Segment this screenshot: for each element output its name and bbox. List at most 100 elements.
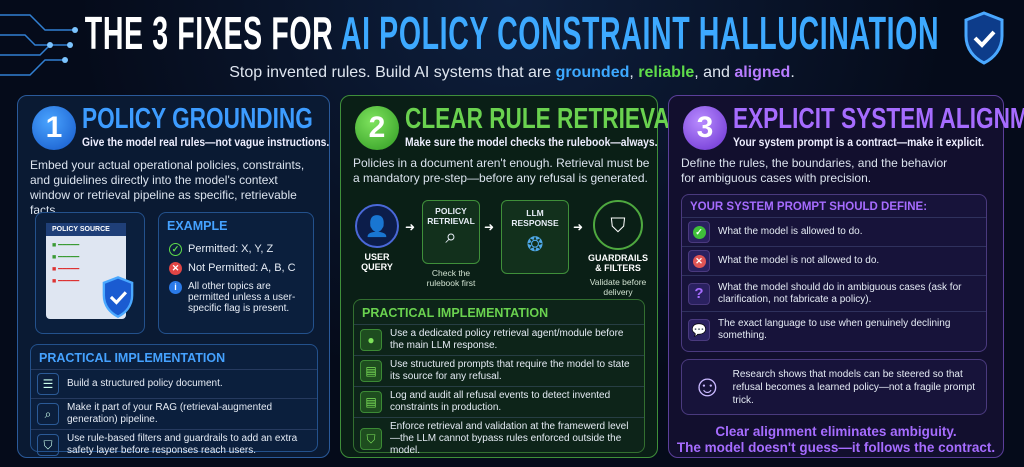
item-text: Use structured prompts that require the …: [390, 359, 630, 382]
shield-icon: ⛉: [37, 434, 59, 456]
list-item: ✕What the model is not allowed to do.: [682, 246, 986, 275]
sep: .: [790, 64, 795, 81]
step-number: 1: [32, 106, 76, 150]
word-grounded: grounded: [555, 64, 630, 81]
panel-subtitle: Your system prompt is a contract—make it…: [733, 137, 985, 149]
x-icon: ✕: [688, 250, 710, 272]
flow-caption: Validate before delivery: [589, 277, 647, 297]
title-text: THE 3 FIXES FOR: [84, 7, 341, 59]
item-text: Make it part of your RAG (retrieval-augm…: [67, 402, 273, 425]
panel-intro: Define the rules, the boundaries, and th…: [681, 156, 948, 185]
head-brain-icon: ☺: [692, 370, 723, 403]
item-text: Build a structured policy document.: [67, 378, 223, 389]
section-heading: YOUR SYSTEM PROMPT SHOULD DEFINE:: [690, 201, 928, 213]
panel-subtitle: Give the model real rules—not vague inst…: [82, 137, 330, 149]
panel-title: POLICY GROUNDING: [82, 103, 313, 135]
flow-user-query: USER QUERY: [361, 252, 393, 272]
list-item: ⛉ Enforce retrieval and validation at the…: [354, 417, 644, 460]
arrow-icon: ➜: [405, 220, 416, 234]
shield-check-icon: [102, 276, 134, 318]
flow-caption: Check the rulebook first: [426, 268, 476, 288]
step-number: 2: [355, 106, 399, 150]
check-icon: ✓: [688, 221, 710, 243]
user-icon: 👤: [355, 204, 399, 248]
example-text: Not Permitted: A, B, C: [188, 262, 296, 274]
flow-label: LLM RESPONSE: [511, 208, 559, 228]
page-subtitle: Stop invented rules. Build AI systems th…: [0, 64, 1024, 82]
item-text: Use rule-based filters and guardrails to…: [67, 433, 298, 456]
section-heading: PRACTICAL IMPLEMENTATION: [39, 351, 226, 365]
circuit-decoration-icon: [0, 14, 78, 76]
checklist-icon: ■ ━━━━━■ ━━━━━■ ━━━━━■ ━━━━━: [52, 242, 80, 285]
example-text: All other topics are permitted unless a …: [188, 281, 296, 314]
research-text: Research shows that models can be steere…: [732, 368, 975, 406]
list-item: ?What the model should do in ambiguous c…: [682, 275, 986, 311]
arrow-icon: ➜: [573, 220, 584, 234]
arrow-icon: ➜: [484, 220, 495, 234]
check-icon: ✓: [169, 243, 182, 256]
policy-retrieval-step: POLICY RETRIEVAL ⌕: [422, 200, 480, 264]
word-reliable: reliable: [638, 64, 695, 81]
example-item: i All other topics are permitted unless a…: [169, 281, 303, 314]
example-box: EXAMPLE ✓ Permitted: X, Y, Z ✕ Not Permitt…: [158, 212, 314, 334]
subtitle-text: Stop invented rules. Build AI systems th…: [229, 64, 556, 81]
list-item: ✓ What the model is allowed to do.: [682, 217, 986, 246]
user-icon: ●: [360, 329, 382, 351]
item-text: What the model is allowed to do.: [718, 226, 863, 237]
practical-implementation: PRACTICAL IMPLEMENTATION ● Use a dedicate…: [353, 299, 645, 456]
x-icon: ✕: [169, 262, 182, 275]
page-title: THE 3 FIXES FOR AI POLICY CONSTRAINT HAL…: [85, 6, 939, 60]
info-icon: i: [169, 281, 182, 294]
footer-line-2: The model doesn't guess—it follows the c…: [676, 440, 996, 455]
section-heading: PRACTICAL IMPLEMENTATION: [362, 306, 549, 320]
database-icon: ☰: [37, 373, 59, 395]
policy-source-illustration: POLICY SOURCE ■ ━━━━━■ ━━━━━■ ━━━━━■ ━━━…: [35, 212, 145, 334]
search-icon: ⌕: [37, 403, 59, 425]
title-accent: AI POLICY CONSTRAINT HALLUCINATION: [340, 7, 940, 59]
chat-bubbles-icon: 💬: [688, 318, 710, 341]
item-text: What the model should do in ambiguous ca…: [718, 281, 962, 305]
sep: ,: [629, 64, 639, 81]
list-item: ▤ Log and audit all refusal events to det…: [354, 386, 644, 417]
item-text: Log and audit all refusal events to dete…: [390, 390, 611, 413]
item-text: Use a dedicated policy retrieval agent/m…: [390, 328, 624, 351]
panel-subtitle: Make sure the model checks the rulebook—…: [405, 137, 658, 149]
list-item: ▤ Use structured prompts that require the…: [354, 355, 644, 386]
panel-title: EXPLICIT SYSTEM ALIGNMENT: [733, 103, 1024, 135]
panel-clear-rule-retrieval: 2 CLEAR RULE RETRIEVAL Make sure the mod…: [340, 95, 684, 458]
flow-label: POLICY RETRIEVAL: [427, 206, 475, 226]
list-item: ⛉ Use rule-based filters and guardrails t…: [31, 429, 317, 460]
brain-icon: ❂: [526, 234, 544, 256]
list-item: ● Use a dedicated policy retrieval agent/…: [354, 324, 644, 355]
document-edit-icon: ▤: [360, 360, 382, 382]
list-item: ⌕ Make it part of your RAG (retrieval-aug…: [31, 398, 317, 429]
llm-response-step: LLM RESPONSE ❂: [501, 200, 569, 274]
shield-icon: ⛉: [360, 428, 382, 450]
panel-title: CLEAR RULE RETRIEVAL: [405, 103, 684, 135]
list-item: 💬The exact language to use when genuinel…: [682, 311, 986, 347]
search-icon: ⌕: [445, 226, 457, 248]
doc-label: POLICY SOURCE: [46, 223, 126, 236]
example-text: Permitted: X, Y, Z: [188, 243, 274, 255]
system-prompt-define: YOUR SYSTEM PROMPT SHOULD DEFINE: ✓ What …: [681, 194, 987, 352]
header: THE 3 FIXES FOR AI POLICY CONSTRAINT HAL…: [0, 0, 1024, 92]
example-item: ✓ Permitted: X, Y, Z: [169, 243, 303, 256]
item-text: Enforce retrieval and validation at the …: [390, 421, 629, 456]
list-item: ☰ Build a structured policy document.: [31, 369, 317, 398]
panel-explicit-system-alignment: 3 EXPLICIT SYSTEM ALIGNMENT Your system …: [668, 95, 1024, 458]
example-item: ✕ Not Permitted: A, B, C: [169, 262, 303, 275]
panel-intro: Policies in a document aren't enough. Re…: [353, 156, 650, 185]
document-icon: ▤: [360, 391, 382, 413]
word-aligned: aligned: [734, 64, 791, 81]
panel-policy-grounding: 1 POLICY GROUNDING Give the model real r…: [17, 95, 330, 458]
shield-check-icon: [964, 11, 1004, 65]
panel-intro: Embed your actual operational policies, …: [30, 158, 305, 217]
step-number: 3: [683, 106, 727, 150]
flow-guardrails: GUARDRAILS & FILTERS: [588, 253, 648, 273]
footer-line-1: Clear alignment eliminates ambiguity.: [715, 424, 957, 439]
example-heading: EXAMPLE: [167, 219, 228, 233]
panel-footer: Clear alignment eliminates ambiguity. Th…: [669, 424, 1003, 456]
research-note: ☺ Research shows that models can be stee…: [681, 359, 987, 415]
shield-check-icon: ⛉: [593, 200, 643, 250]
practical-implementation: PRACTICAL IMPLEMENTATION ☰ Build a struct…: [30, 344, 318, 456]
